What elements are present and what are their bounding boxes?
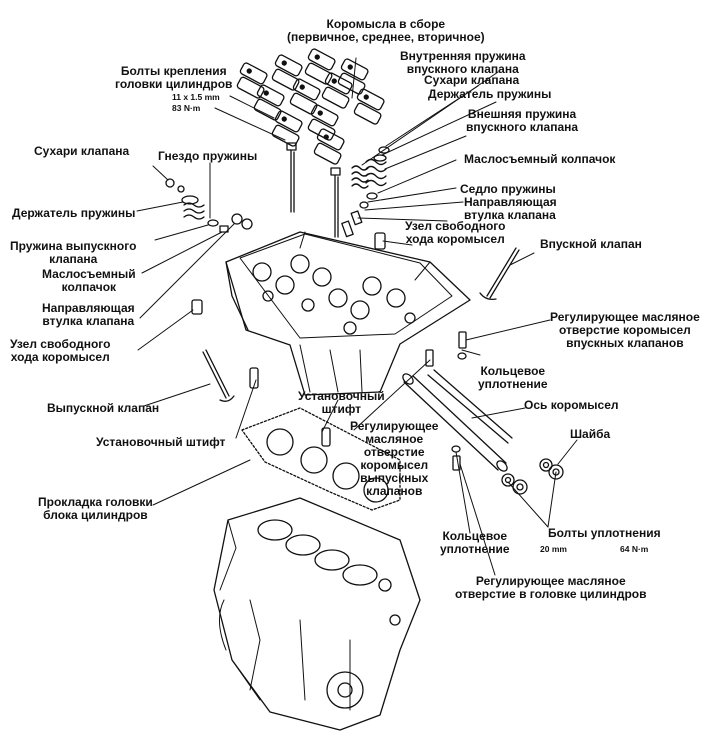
label-o-ring-bottom: Кольцевое уплотнение <box>440 529 510 556</box>
label-o-ring-top: Кольцевое уплотнение <box>478 364 548 391</box>
label-intake-valve: Впускной клапан <box>540 237 642 251</box>
label-spring-seat: Седло пружины <box>460 182 556 196</box>
label-lost-motion-left: Узел свободного хода коромысел <box>10 337 111 364</box>
cylinder-head-drawing <box>225 231 471 396</box>
label-lost-motion-right: Узел свободного хода коромысел <box>405 219 506 246</box>
head-gasket-drawing <box>241 407 401 511</box>
label-exhaust-valve-spring: Пружина выпускного клапана <box>10 239 137 266</box>
label-head-bolts: Болты крепления головки цилиндров <box>115 64 233 91</box>
label-valve-seal-right: Маслосъемный колпачок <box>464 152 616 166</box>
engine-block-drawing <box>213 497 421 731</box>
head-bolts-drawing <box>286 142 341 238</box>
label-sealing-bolts: Болты уплотнения <box>548 526 661 540</box>
label-outer-intake-spring: Внешняя пружина впускного клапана <box>466 107 579 134</box>
label-washer: Шайба <box>570 427 611 441</box>
label-valve-keepers-left: Сухари клапана <box>34 144 130 158</box>
label-head-bolts-size: 11 x 1.5 mm <box>172 92 220 102</box>
label-exhaust-valve: Выпускной клапан <box>47 401 160 415</box>
valve-train-right-drawing <box>341 146 390 250</box>
leader-lines <box>136 57 578 576</box>
rocker-shaft-drawing <box>402 369 513 472</box>
label-sealing-bolts-size: 20 mm <box>540 544 567 554</box>
label-dowel-pin-upper: Установочный штифт <box>298 389 385 416</box>
valve-train-left-drawing <box>165 178 253 315</box>
label-rocker-shaft: Ось коромысел <box>524 398 619 412</box>
label-sealing-bolts-torque: 64 N·m <box>620 544 649 554</box>
small-parts-drawing <box>425 331 564 495</box>
label-spring-retainer-right: Держатель пружины <box>428 87 552 101</box>
label-head-bolts-torque: 83 N·m <box>172 103 201 113</box>
label-head-oil-orifice: Регулирующее масляное отверстие в головк… <box>455 574 647 601</box>
label-spring-socket: Гнездо пружины <box>158 149 258 163</box>
dowel-pin-drawing <box>249 367 331 447</box>
valve-drawing <box>202 247 520 402</box>
label-rocker-assembly: Коромысла в сборе (первичное, среднее, в… <box>287 17 485 44</box>
label-valve-guide-left: Направляющая втулка клапана <box>42 301 135 328</box>
label-inner-intake-spring: Внутренняя пружина впускного клапана <box>400 49 526 76</box>
label-exhaust-oil-orifice: Регулирующее масляное отверстие коромысе… <box>350 419 439 498</box>
label-head-gasket: Прокладка головки блока цилиндров <box>38 495 153 522</box>
label-intake-oil-orifice: Регулирующее масляное отверстие коромысе… <box>550 310 700 350</box>
label-valve-guide-right: Направляющая втулка клапана <box>464 195 557 222</box>
label-valve-keepers-right: Сухари клапана <box>424 73 520 87</box>
label-valve-seal-left: Маслосъемный колпачок <box>42 267 136 294</box>
label-dowel-pin-lower: Установочный штифт <box>96 435 226 449</box>
rocker-arms-drawing <box>236 48 385 165</box>
label-spring-retainer-left: Держатель пружины <box>12 206 136 220</box>
